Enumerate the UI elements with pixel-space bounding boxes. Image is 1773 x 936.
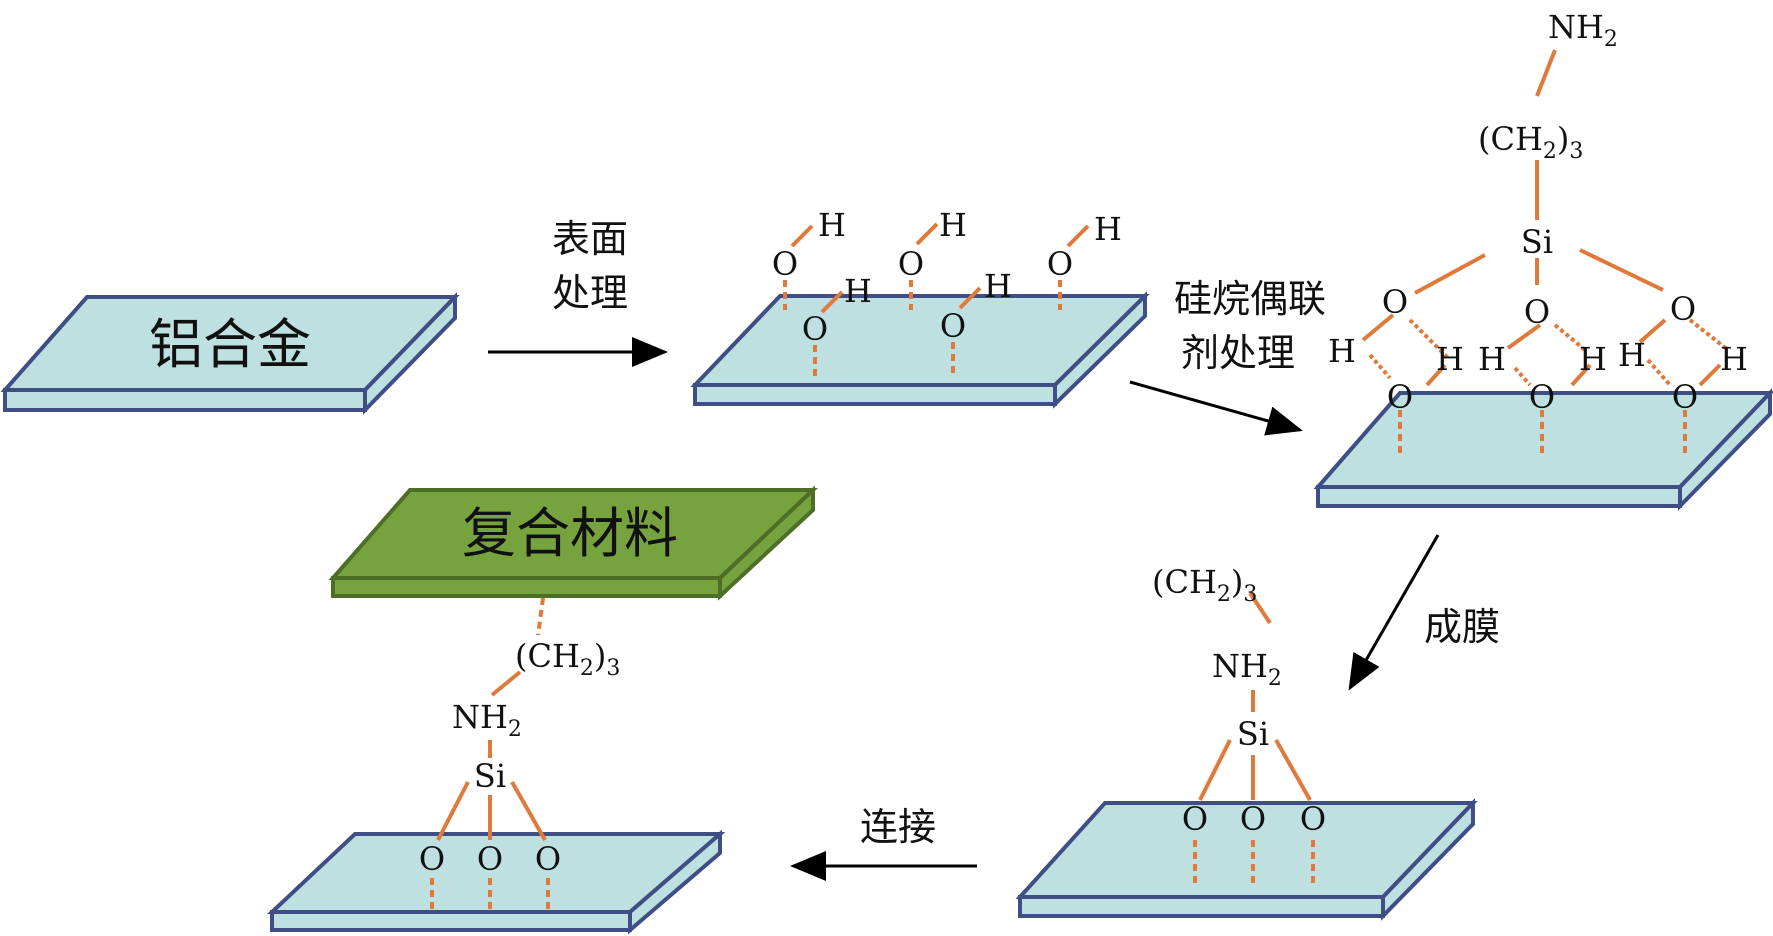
adsorbed-silane-bonds (1361, 49, 1730, 458)
surface-treatment-line2: 处理 (552, 271, 628, 315)
silane-film-bonds (1193, 591, 1315, 885)
silane-film-plate (1015, 798, 1478, 921)
atom-o: O (1387, 378, 1413, 416)
atom-o: O (802, 310, 828, 348)
silane-film-labels: (CH2)3 NH2 Si O O O (1152, 563, 1326, 838)
hydroxyl-labels: O H O H O H O H O H (772, 206, 1122, 348)
atom-o: O (1672, 378, 1698, 416)
hydroxylated-plate (690, 291, 1150, 409)
atom-h: H (939, 206, 967, 244)
hydroxyl-groups (783, 222, 1090, 378)
aluminum-plate: 铝合金 (0, 292, 460, 415)
film-forming-label: 成膜 (1424, 605, 1500, 649)
atom-o: O (477, 840, 503, 878)
atom-o: O (1182, 800, 1208, 838)
atom-o: O (1300, 800, 1326, 838)
propyl-label: (CH2)3 (515, 637, 620, 681)
atom-h: H (844, 272, 872, 310)
atom-o: O (1670, 290, 1696, 328)
silane-treatment-line2: 剂处理 (1181, 331, 1295, 375)
atom-o: O (898, 245, 924, 283)
film-forming-step: 成膜 (1348, 534, 1500, 691)
bonded-chain-bonds (430, 597, 550, 912)
atom-o: O (772, 245, 798, 283)
atom-o: O (1382, 283, 1408, 321)
amine-label: NH2 (1212, 647, 1282, 691)
connecting-label: 连接 (860, 805, 936, 849)
propyl-label: (CH2)3 (1152, 563, 1257, 607)
adsorbed-silane-labels: NH2 (CH2)3 Si O O O H H H H H H O O O (1328, 8, 1748, 416)
atom-o: O (940, 307, 966, 345)
silicon-label: Si (1237, 715, 1269, 753)
surface-treatment-step: 表面 处理 (488, 217, 668, 367)
aluminum-label: 铝合金 (149, 313, 311, 376)
atom-h: H (818, 206, 846, 244)
atom-h: H (1618, 336, 1646, 374)
atom-h: H (984, 267, 1012, 305)
silicon-label: Si (474, 757, 506, 795)
atom-o: O (1240, 800, 1266, 838)
propyl-label: (CH2)3 (1478, 120, 1583, 164)
composite-plate: 复合材料 (328, 485, 819, 601)
atom-h: H (1579, 340, 1607, 378)
atom-o: O (1047, 245, 1073, 283)
composite-label: 复合材料 (462, 502, 678, 565)
atom-o: O (535, 840, 561, 878)
connecting-step: 连接 (790, 805, 977, 881)
amine-label: NH2 (1548, 8, 1618, 52)
atom-h: H (1436, 340, 1464, 378)
silicon-label: Si (1521, 223, 1553, 261)
silane-treatment-step: 硅烷偶联 剂处理 (1129, 277, 1326, 436)
atom-o: O (419, 840, 445, 878)
amine-label: NH2 (452, 698, 522, 742)
bonded-aluminum-plate (266, 829, 726, 935)
atom-o: O (1529, 378, 1555, 416)
atom-h: H (1328, 332, 1356, 370)
atom-h: H (1720, 340, 1748, 378)
bonded-chain-labels: (CH2)3 NH2 Si O O O (419, 637, 620, 878)
arrow-down-right-icon (1129, 380, 1303, 436)
atom-h: H (1478, 340, 1506, 378)
arrow-down-left-icon (1348, 534, 1440, 691)
surface-treatment-line1: 表面 (552, 217, 628, 261)
atom-h: H (1094, 210, 1122, 248)
silane-treatment-line1: 硅烷偶联 (1174, 277, 1326, 321)
atom-o: O (1524, 293, 1550, 331)
